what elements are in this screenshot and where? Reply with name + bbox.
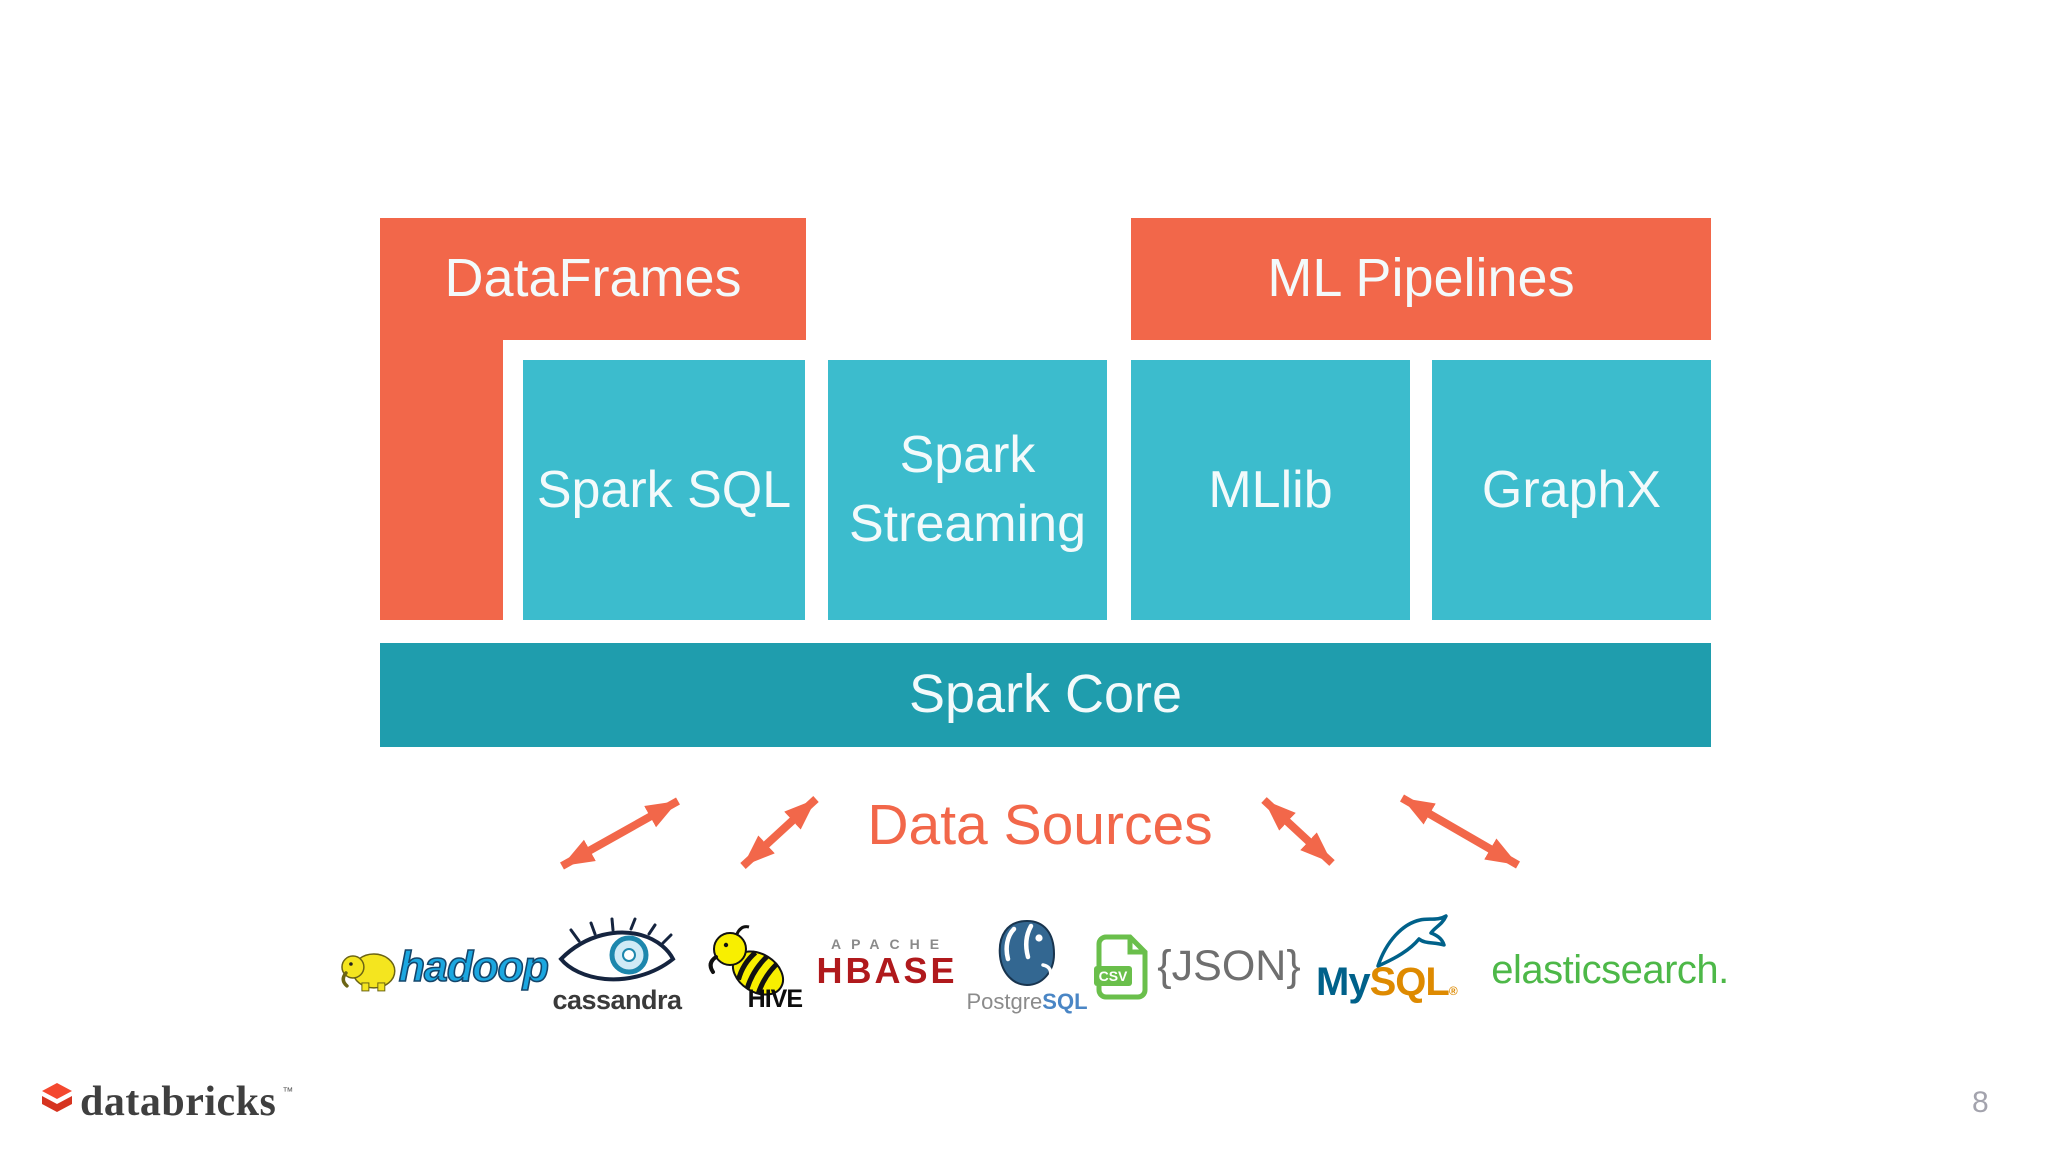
elasticsearch-logo: elasticsearch. — [1486, 944, 1734, 996]
databricks-icon — [42, 1083, 72, 1112]
ml-pipelines-label: ML Pipelines — [1267, 248, 1575, 309]
hive-bee-icon — [708, 925, 785, 996]
hive-logo: HIVE — [700, 920, 803, 1014]
csv-label: CSV — [1099, 968, 1128, 984]
postgresql-logo: PostgreSQL — [966, 910, 1088, 1018]
mllib-block: MLlib — [1131, 360, 1410, 620]
data-sources-label: Data Sources — [867, 793, 1213, 857]
arrow-left-1 — [560, 797, 680, 870]
graphx-label: GraphX — [1481, 460, 1662, 519]
hadoop-elephant-icon — [341, 953, 396, 992]
mysql-wordmark: MySQL® — [1316, 960, 1458, 1004]
hbase-wordmark: HBASE — [816, 950, 958, 992]
spark-streaming-label: Spark Streaming — [849, 426, 1086, 553]
graphx-block: GraphX — [1432, 360, 1711, 620]
cassandra-wordmark: cassandra — [552, 984, 682, 1015]
databricks-logo: databricks ™ — [40, 1078, 293, 1126]
hbase-logo: APACHE HBASE — [806, 936, 968, 990]
dataframes-block: DataFrames — [380, 218, 806, 340]
cassandra-logo: cassandra — [552, 916, 682, 1016]
databricks-tm: ™ — [282, 1086, 294, 1098]
spark-core-block: Spark Core — [380, 643, 1711, 747]
page-number: 8 — [1972, 1086, 1989, 1119]
json-wordmark: {JSON} — [1157, 941, 1301, 990]
mllib-label: MLlib — [1208, 460, 1333, 519]
mysql-logo: MySQL® — [1316, 914, 1480, 1002]
spark-streaming-block: Spark Streaming — [828, 360, 1107, 620]
postgresql-elephant-icon — [998, 919, 1056, 987]
spark-core-label: Spark Core — [908, 664, 1183, 725]
arrow-right-2 — [1399, 794, 1521, 869]
databricks-wordmark: databricks — [80, 1079, 277, 1125]
hbase-apache-text: APACHE — [830, 936, 950, 953]
hadoop-wordmark: hadoop — [398, 942, 550, 992]
arrow-left-2 — [740, 796, 819, 869]
elasticsearch-wordmark: elasticsearch. — [1491, 947, 1729, 992]
ml-pipelines-block: ML Pipelines — [1131, 218, 1711, 340]
spark-sql-label: Spark SQL — [536, 460, 792, 519]
csv-file-icon: CSV — [1094, 934, 1148, 1000]
csv-logo: CSV — [1090, 933, 1150, 1001]
json-logo: {JSON} — [1157, 938, 1301, 994]
spark-sql-block: Spark SQL — [523, 360, 805, 620]
mysql-dolphin-icon — [1376, 914, 1448, 968]
arrow-right-1 — [1261, 797, 1335, 866]
cassandra-eye-icon — [558, 917, 676, 981]
hadoop-logo: hadoop — [340, 938, 550, 996]
hive-wordmark: HIVE — [747, 985, 803, 1013]
postgresql-wordmark: PostgreSQL — [966, 989, 1088, 1014]
dataframes-label: DataFrames — [444, 248, 742, 309]
